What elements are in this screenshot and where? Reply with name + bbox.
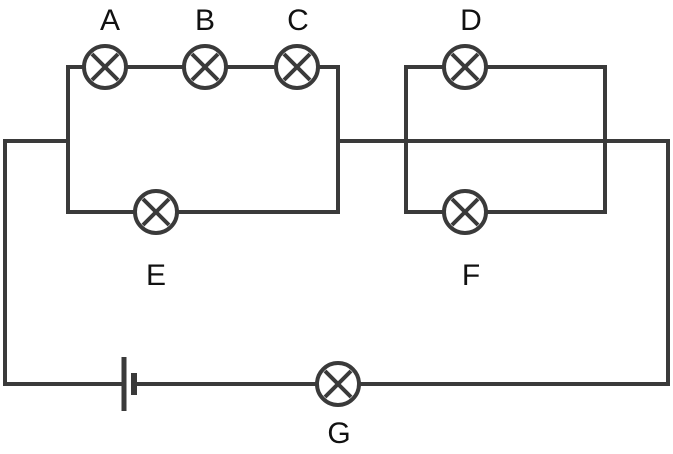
label-g: G	[327, 417, 350, 450]
bulb-e	[133, 189, 179, 235]
left-block-wire	[66, 65, 340, 214]
right-block-wire	[404, 65, 607, 214]
label-a: A	[100, 4, 120, 37]
wires	[3, 65, 670, 386]
label-b: B	[195, 4, 215, 37]
label-c: C	[287, 4, 309, 37]
battery	[121, 357, 137, 411]
bulb-g	[315, 361, 361, 407]
bulb-d	[442, 44, 488, 90]
label-d: D	[460, 4, 482, 37]
label-f: F	[462, 259, 480, 292]
label-e: E	[146, 259, 166, 292]
bulb-f	[442, 189, 488, 235]
bulb-b	[182, 44, 228, 90]
bulb-a	[82, 44, 128, 90]
bulb-c	[274, 44, 320, 90]
